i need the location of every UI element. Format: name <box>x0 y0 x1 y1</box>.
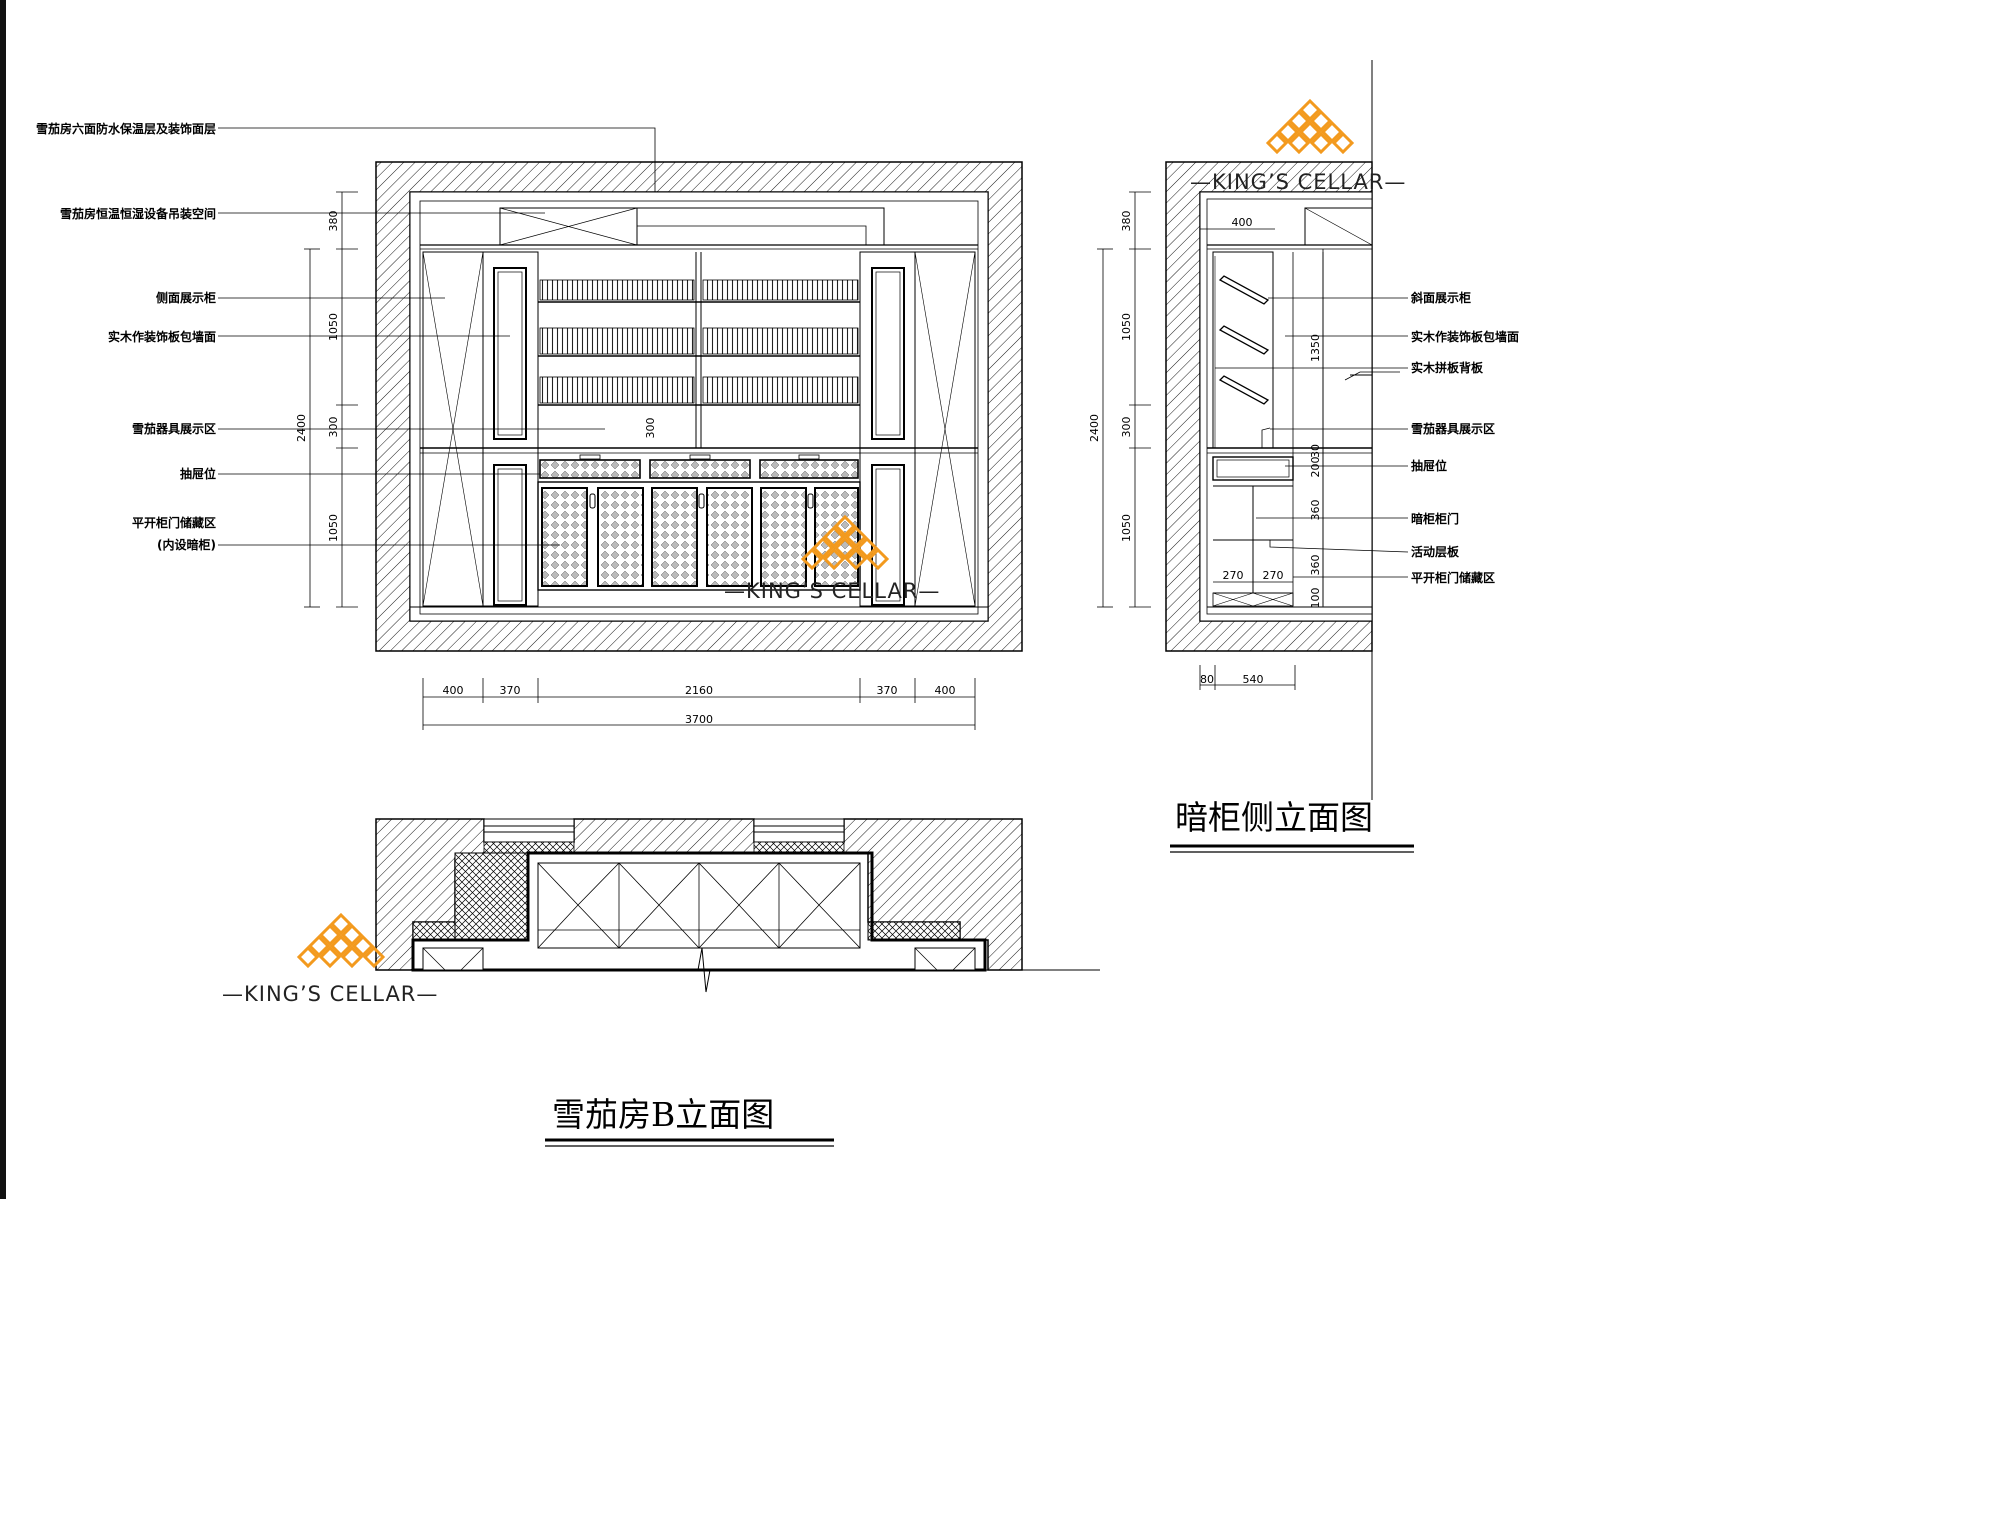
label-waterproof-layer: 雪茄房六面防水保温层及装饰面层 <box>36 121 216 136</box>
dim-2160: 2160 <box>685 684 713 697</box>
logo-diamond <box>318 923 342 947</box>
dim-370-left: 370 <box>500 684 521 697</box>
label-storage: 平开柜门储藏区 <box>132 515 216 530</box>
logo-diamond <box>1265 131 1289 155</box>
drawing-canvas: 雪茄房六面防水保温层及装饰面层 雪茄房恒温恒湿设备吊装空间 侧面展示柜 实木作装… <box>0 0 1519 1199</box>
side-dim-540: 540 <box>1243 673 1264 686</box>
dim-3700: 3700 <box>685 713 713 726</box>
logo-diamond <box>855 536 879 560</box>
logo-diamond <box>822 547 846 571</box>
logo-diamond <box>1331 131 1355 155</box>
watermark-text-1: —KING’S CELLAR— <box>1190 170 1406 194</box>
dim-400-right: 400 <box>935 684 956 697</box>
logo-diamond <box>1320 120 1344 144</box>
logo-diamond <box>296 945 320 969</box>
kings-cellar-logo-icon <box>296 912 386 969</box>
logo-diamond <box>811 536 835 560</box>
side-label-shelf: 活动层板 <box>1411 544 1460 559</box>
side-label-storage: 平开柜门储藏区 <box>1411 570 1495 585</box>
label-hidden-cabinet: (内设暗柜) <box>157 537 216 552</box>
label-drawer: 抽屉位 <box>180 466 216 481</box>
dim-300: 300 <box>327 417 340 438</box>
side-label-hidden-door: 暗柜柜门 <box>1411 511 1459 526</box>
side-dim-200: 200 <box>1309 457 1322 478</box>
side-label-display-area: 雪茄器具展示区 <box>1411 421 1495 436</box>
logo-diamond <box>844 547 868 571</box>
side-labels: 斜面展示柜 实木作装饰板包墙面 实木拼板背板 雪茄器具展示区 抽屉位 暗柜柜门 … <box>1410 290 1519 585</box>
side-elevation <box>1097 60 1409 800</box>
side-dim-80: 80 <box>1200 673 1214 686</box>
logo-diamond <box>1276 120 1300 144</box>
logo-diamond <box>1287 131 1311 155</box>
side-label-drawer: 抽屉位 <box>1411 458 1447 473</box>
logo-diamond <box>1309 131 1333 155</box>
logo-diamond <box>340 923 364 947</box>
kings-cellar-logo-icon <box>1265 98 1355 155</box>
side-dim-300: 300 <box>1120 417 1133 438</box>
storage-doors <box>537 481 861 591</box>
side-dim-100: 100 <box>1309 588 1322 609</box>
side-dim-1050-bottom: 1050 <box>1120 514 1133 542</box>
watermark-text-3: —KING’S CELLAR— <box>222 982 438 1006</box>
main-elevation <box>218 127 1023 730</box>
side-dim-270-a: 270 <box>1223 569 1244 582</box>
label-side-cabinet: 侧面展示柜 <box>156 290 216 305</box>
logo-diamond <box>844 525 868 549</box>
side-dim-270-b: 270 <box>1263 569 1284 582</box>
side-label-slanted-cabinet: 斜面展示柜 <box>1410 290 1471 305</box>
dim-1050-top: 1050 <box>327 313 340 341</box>
dim-2400: 2400 <box>295 414 308 442</box>
logo-diamond <box>822 525 846 549</box>
side-dim-360-b: 360 <box>1309 555 1322 576</box>
side-dim-30: 30 <box>1309 444 1322 458</box>
logo-diamond <box>833 536 857 560</box>
logo-diamond <box>318 945 342 969</box>
logo-diamond <box>329 912 353 936</box>
side-label-back-panel: 实木拼板背板 <box>1411 360 1484 375</box>
side-dims: 380 1050 300 1050 2400 1350 200 30 360 3… <box>1088 211 1322 687</box>
label-display-area: 雪茄器具展示区 <box>132 421 216 436</box>
side-dim-380: 380 <box>1120 211 1133 232</box>
main-title: 雪茄房B立面图 <box>552 1095 774 1134</box>
logo-diamond <box>1287 109 1311 133</box>
drawers <box>539 454 859 479</box>
cigar-shelves <box>538 279 860 406</box>
logo-diamond <box>340 945 364 969</box>
label-wall-panel: 实木作装饰板包墙面 <box>108 329 216 344</box>
kings-cellar-logo-icon <box>800 514 890 571</box>
logo-diamond <box>362 945 386 969</box>
logo-diamond <box>833 514 857 538</box>
dim-1050-bottom: 1050 <box>327 514 340 542</box>
watermark-text-2: —KING’S CELLAR— <box>724 579 940 603</box>
label-equipment-space: 雪茄房恒温恒湿设备吊装空间 <box>60 206 216 221</box>
dim-300-inner: 300 <box>644 418 657 439</box>
logo-diamond <box>1298 120 1322 144</box>
wall-panel <box>493 267 905 606</box>
side-dim-1350: 1350 <box>1309 334 1322 362</box>
logo-diamond <box>1298 98 1322 122</box>
side-dim-360-a: 360 <box>1309 500 1322 521</box>
logo-diamond <box>1309 109 1333 133</box>
side-dim-2400: 2400 <box>1088 414 1101 442</box>
sidebar-strip <box>0 0 6 1199</box>
side-title: 暗柜侧立面图 <box>1175 798 1373 837</box>
side-dim-1050-top: 1050 <box>1120 313 1133 341</box>
logo-diamond <box>329 934 353 958</box>
logo-diamond <box>866 547 890 571</box>
logo-diamond <box>307 934 331 958</box>
main-dims: 380 1050 300 1050 2400 300 400 370 2160 … <box>295 211 956 727</box>
dim-400-left: 400 <box>443 684 464 697</box>
logo-diamond <box>351 934 375 958</box>
side-label-wall-panel: 实木作装饰板包墙面 <box>1411 329 1519 344</box>
room-interior <box>409 191 989 622</box>
plan-view <box>375 818 1100 993</box>
side-dim-400: 400 <box>1232 216 1253 229</box>
dim-380: 380 <box>327 211 340 232</box>
dim-370-right: 370 <box>877 684 898 697</box>
slanted-shelves <box>1218 275 1270 405</box>
main-labels: 雪茄房六面防水保温层及装饰面层 雪茄房恒温恒湿设备吊装空间 侧面展示柜 实木作装… <box>36 121 216 552</box>
titles: 雪茄房B立面图 暗柜侧立面图 <box>545 798 1414 1147</box>
logo-diamond <box>800 547 824 571</box>
